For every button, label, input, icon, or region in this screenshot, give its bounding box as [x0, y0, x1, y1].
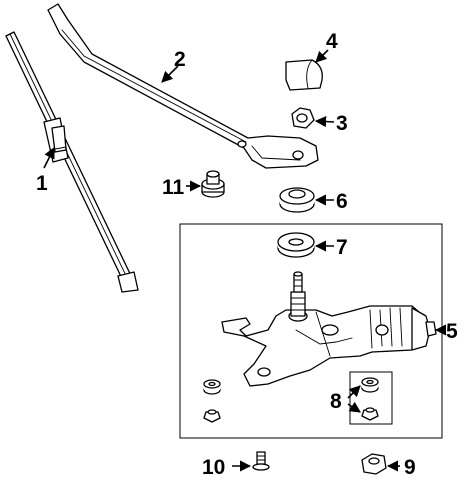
callout-7: 7: [336, 236, 348, 259]
callout-leaders: [43, 49, 447, 472]
wiper-motor: [221, 271, 437, 387]
callout-10: 10: [202, 456, 225, 479]
callout-9: 9: [404, 456, 416, 479]
callout-4: 4: [326, 30, 338, 53]
leader-4: [315, 49, 329, 63]
callout-11: 11: [162, 176, 185, 199]
mount-grommet-left: [203, 379, 221, 395]
callout-1: 1: [36, 172, 48, 195]
arm-nut: [291, 107, 315, 129]
grommet: [277, 232, 315, 258]
leader-1: [43, 146, 55, 169]
mounting-nut: [361, 453, 387, 475]
mount-grommet-right: [361, 377, 379, 393]
leader-3: [314, 115, 335, 128]
callout-2: 2: [174, 48, 186, 71]
leader-2: [161, 65, 179, 83]
mounting-bolt: [252, 451, 270, 471]
leader-8a: [347, 385, 361, 399]
wiper-arm: [47, 3, 319, 169]
callout-6: 6: [336, 190, 348, 213]
part-8-box: [349, 371, 393, 425]
seal: [279, 187, 315, 213]
leader-8b: [347, 401, 361, 413]
callout-labels: 1 2 3 4 5 6 7 8 9 10 11: [36, 30, 458, 479]
callout-8: 8: [330, 390, 342, 413]
callout-5: 5: [446, 320, 458, 343]
grommet-plug: [201, 170, 225, 198]
callout-3: 3: [336, 112, 348, 135]
mount-bushing-left: [203, 409, 221, 423]
wiper-arm-cap: [285, 59, 323, 91]
mount-bushing-right: [361, 407, 379, 421]
